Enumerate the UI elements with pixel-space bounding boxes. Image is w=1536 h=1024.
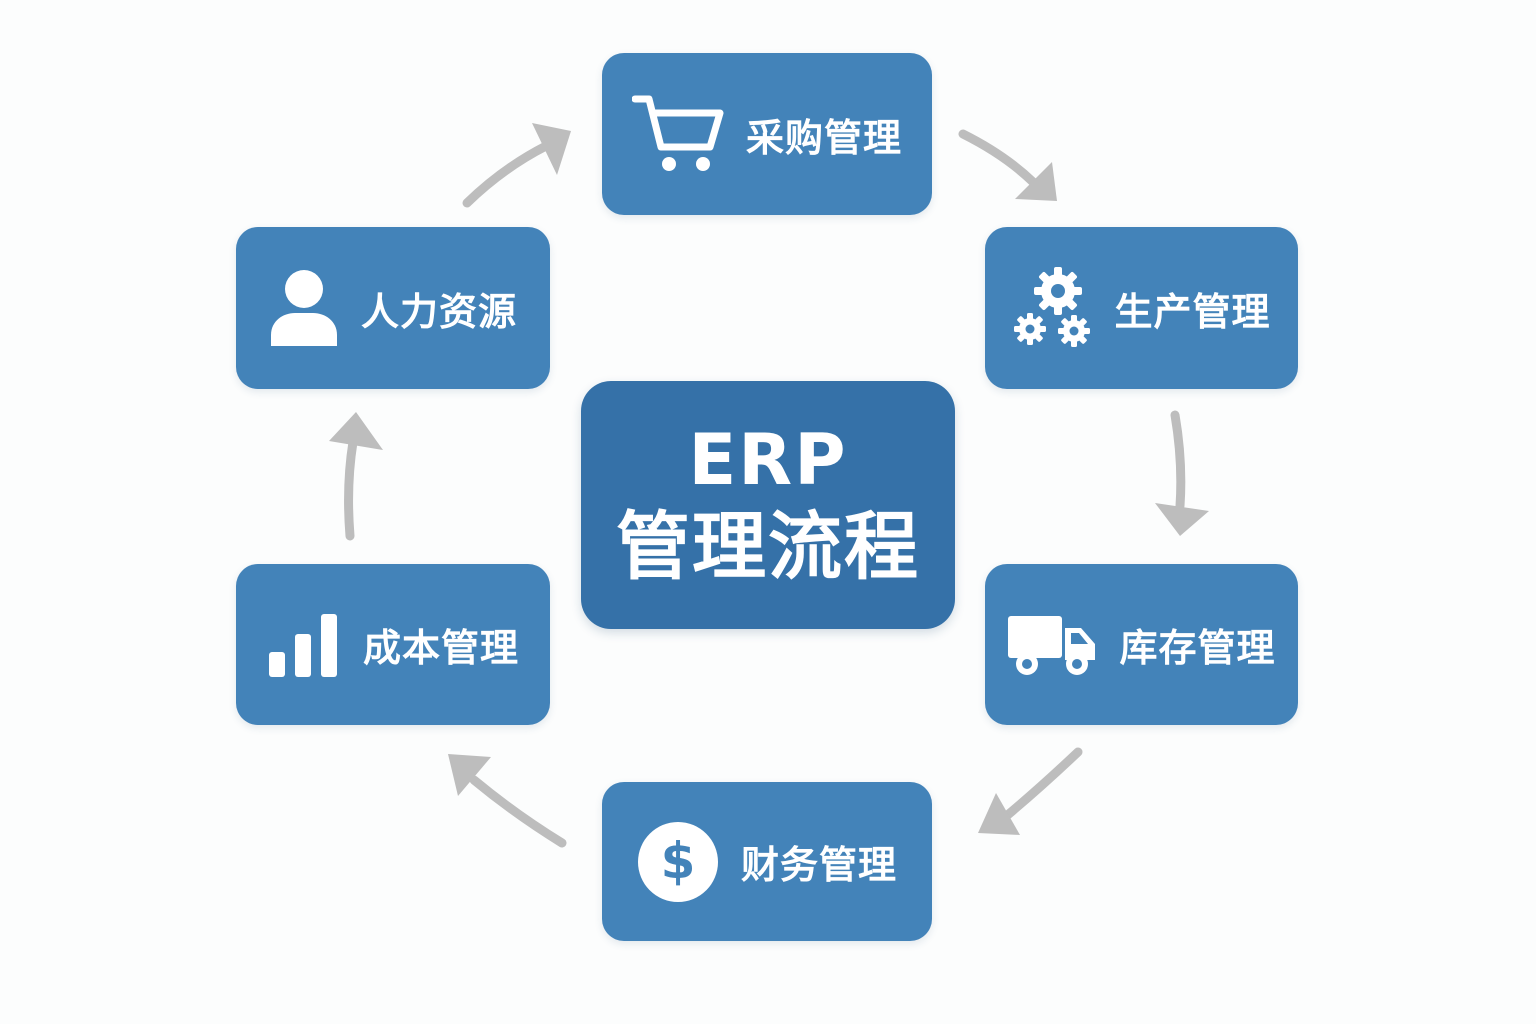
truck-icon [1008,615,1096,675]
node-purchase[interactable]: 采购管理 [602,53,932,215]
center-title-line1: ERP [688,419,848,501]
node-inventory-label: 库存管理 [1119,626,1276,670]
node-hr[interactable]: 人力资源 [236,227,550,389]
node-hr-label: 人力资源 [360,289,517,334]
center-title-line2: 管理流程 [616,504,920,590]
node-cost[interactable]: 成本管理 [236,564,550,725]
node-production-label: 生产管理 [1114,289,1271,334]
arrow-finance-to-cost [469,775,567,848]
bar-chart-icon [268,613,337,677]
user-icon [270,270,337,346]
node-purchase-label: 采购管理 [745,115,902,160]
gears-icon [1014,267,1091,347]
svg-text:$: $ [661,832,696,890]
arrow-inventory-to-finance [999,747,1083,823]
node-cost-label: 成本管理 [362,626,519,670]
arrow-cost-to-hr [344,437,358,541]
arrowhead-inventory [1155,503,1209,536]
dollar-circle-icon: $ [637,821,718,902]
arrowhead-purchase [532,123,571,175]
arrowhead-production [1015,162,1057,201]
arrow-production-to-inventory [1170,410,1186,511]
arrowhead-hr [329,412,383,450]
node-inventory[interactable]: 库存管理 [985,564,1298,725]
arrow-purchase-to-production [958,129,1038,187]
arrow-hr-to-purchase [462,141,551,208]
node-production[interactable]: 生产管理 [985,227,1298,389]
node-finance[interactable]: $ 财务管理 [602,782,932,941]
arrowhead-finance [978,793,1020,835]
arrowhead-cost [448,754,491,796]
shopping-cart-icon [631,95,724,171]
center-erp-box: ERP 管理流程 [581,381,955,629]
node-finance-label: 财务管理 [740,843,897,887]
